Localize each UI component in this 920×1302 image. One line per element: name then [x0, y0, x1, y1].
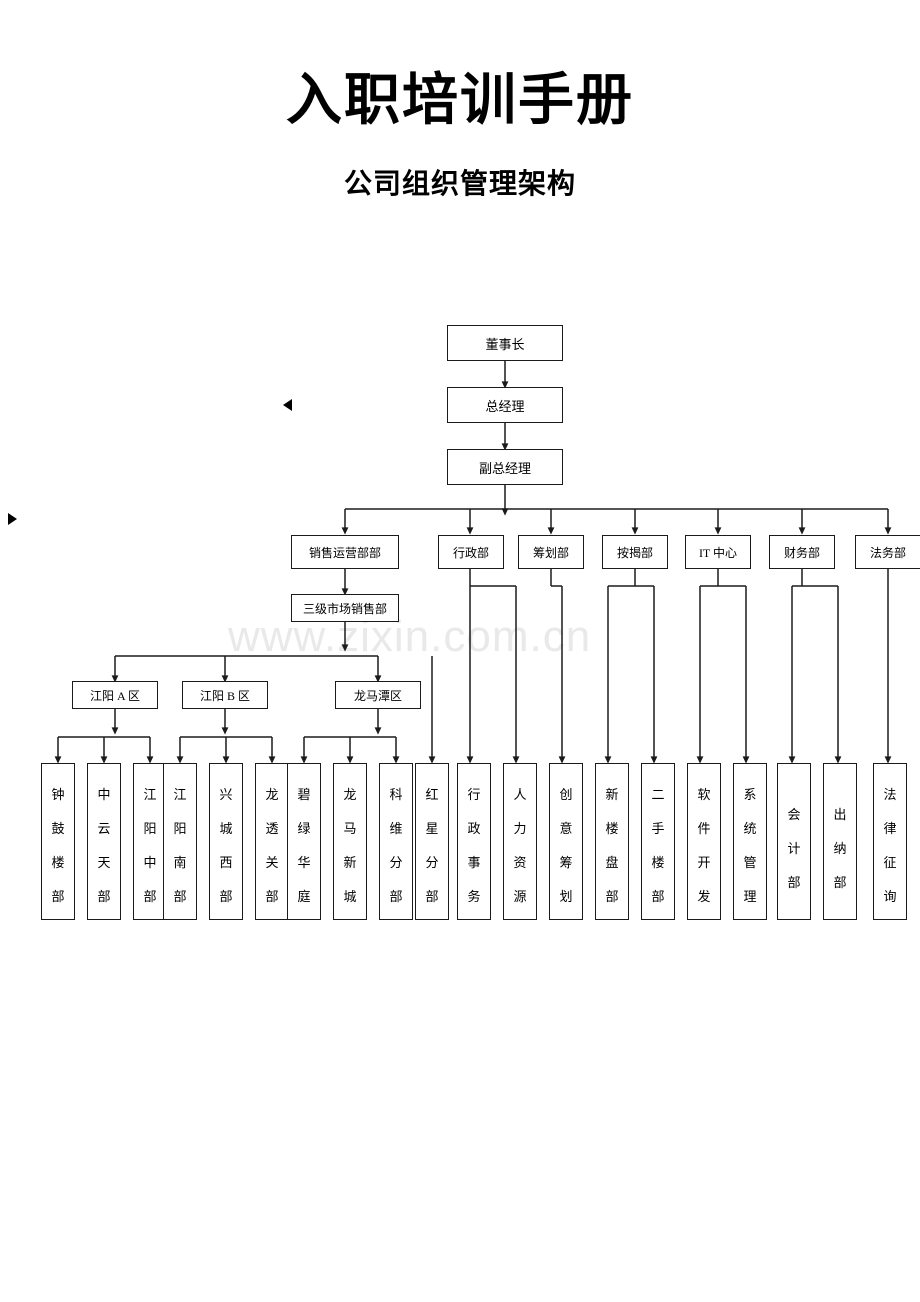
- leaf-vertical-text: 出 纳 部: [833, 807, 847, 890]
- node-label: 三级市场销售部: [302, 601, 387, 616]
- node-department-finance[interactable]: 财务部: [769, 535, 835, 569]
- watermark-text: www.zixin.com.cn: [228, 612, 592, 661]
- stray-arrow-right-icon: [8, 513, 17, 525]
- node-label: 财务部: [783, 545, 820, 560]
- leaf-box[interactable]: 会 计 部: [777, 763, 811, 920]
- leaf-vertical-text: 龙 透 关 部: [265, 787, 279, 904]
- leaf-box[interactable]: 碧 绿 华 庭: [287, 763, 321, 920]
- page-subtitle: 公司组织管理架构: [343, 169, 576, 200]
- node-region-jiangyang-a[interactable]: 江阳 A 区: [72, 681, 158, 709]
- node-label: 江阳 A 区: [89, 688, 140, 703]
- node-label: 副总经理: [478, 460, 531, 476]
- leaf-vertical-text: 软 件 开 发: [697, 787, 711, 904]
- leaf-vertical-text: 科 维 分 部: [389, 787, 403, 904]
- node-label: IT 中心: [698, 545, 738, 560]
- node-label: 总经理: [485, 398, 525, 414]
- node-chairman[interactable]: 董事长: [447, 325, 563, 361]
- leaf-box[interactable]: 软 件 开 发: [687, 763, 721, 920]
- leaf-box[interactable]: 行 政 事 务: [457, 763, 491, 920]
- leaf-box[interactable]: 钟 鼓 楼 部: [41, 763, 75, 920]
- leaf-box[interactable]: 龙 马 新 城: [333, 763, 367, 920]
- leaf-box[interactable]: 兴 城 西 部: [209, 763, 243, 920]
- leaf-vertical-text: 系 统 管 理: [743, 787, 757, 904]
- leaf-box[interactable]: 中 云 天 部: [87, 763, 121, 920]
- node-label: 按揭部: [616, 545, 653, 560]
- leaf-box[interactable]: 人 力 资 源: [503, 763, 537, 920]
- leaf-vertical-text: 兴 城 西 部: [219, 787, 233, 904]
- leaf-vertical-text: 江 阳 中 部: [143, 787, 157, 904]
- node-general-manager[interactable]: 总经理: [447, 387, 563, 423]
- node-department-planning[interactable]: 筹划部: [518, 535, 584, 569]
- node-department-sales-operations[interactable]: 销售运营部部: [291, 535, 399, 569]
- leaf-box[interactable]: 出 纳 部: [823, 763, 857, 920]
- leaf-box[interactable]: 二 手 楼 部: [641, 763, 675, 920]
- leaf-vertical-text: 龙 马 新 城: [343, 787, 357, 904]
- node-tier3-market-sales[interactable]: 三级市场销售部: [291, 594, 399, 622]
- leaf-vertical-text: 行 政 事 务: [467, 787, 481, 904]
- leaf-box[interactable]: 法 律 征 询: [873, 763, 907, 920]
- node-label: 筹划部: [532, 545, 569, 560]
- node-department-administration[interactable]: 行政部: [438, 535, 504, 569]
- leaf-vertical-text: 人 力 资 源: [513, 787, 527, 904]
- node-label: 江阳 B 区: [199, 688, 250, 703]
- node-region-jiangyang-b[interactable]: 江阳 B 区: [182, 681, 268, 709]
- node-department-it-center[interactable]: IT 中心: [685, 535, 751, 569]
- leaf-box[interactable]: 江 阳 中 部: [133, 763, 167, 920]
- node-department-legal[interactable]: 法务部: [855, 535, 920, 569]
- node-label: 龙马潭区: [353, 688, 402, 703]
- node-label: 董事长: [485, 336, 525, 352]
- leaf-box[interactable]: 新 楼 盘 部: [595, 763, 629, 920]
- leaf-box[interactable]: 江 阳 南 部: [163, 763, 197, 920]
- leaf-box[interactable]: 红 星 分 部: [415, 763, 449, 920]
- page-title: 入职培训手册: [286, 70, 634, 132]
- node-label: 销售运营部部: [308, 545, 381, 560]
- leaf-vertical-text: 法 律 征 询: [883, 787, 897, 904]
- leaf-vertical-text: 二 手 楼 部: [651, 787, 665, 904]
- leaf-vertical-text: 碧 绿 华 庭: [297, 787, 311, 904]
- leaf-vertical-text: 创 意 筹 划: [559, 787, 573, 904]
- leaf-box[interactable]: 系 统 管 理: [733, 763, 767, 920]
- node-region-longmatan[interactable]: 龙马潭区: [335, 681, 421, 709]
- leaf-vertical-text: 新 楼 盘 部: [605, 787, 619, 904]
- node-department-mortgage[interactable]: 按揭部: [602, 535, 668, 569]
- leaf-box[interactable]: 创 意 筹 划: [549, 763, 583, 920]
- leaf-vertical-text: 中 云 天 部: [97, 787, 111, 904]
- node-deputy-general-manager[interactable]: 副总经理: [447, 449, 563, 485]
- leaf-box[interactable]: 龙 透 关 部: [255, 763, 289, 920]
- node-label: 行政部: [452, 545, 489, 560]
- leaf-vertical-text: 钟 鼓 楼 部: [51, 787, 65, 904]
- leaf-vertical-text: 红 星 分 部: [425, 787, 439, 904]
- leaf-vertical-text: 江 阳 南 部: [173, 787, 187, 904]
- leaf-box[interactable]: 科 维 分 部: [379, 763, 413, 920]
- node-label: 法务部: [869, 545, 906, 560]
- stray-arrow-left-icon: [283, 399, 292, 411]
- leaf-vertical-text: 会 计 部: [787, 807, 801, 890]
